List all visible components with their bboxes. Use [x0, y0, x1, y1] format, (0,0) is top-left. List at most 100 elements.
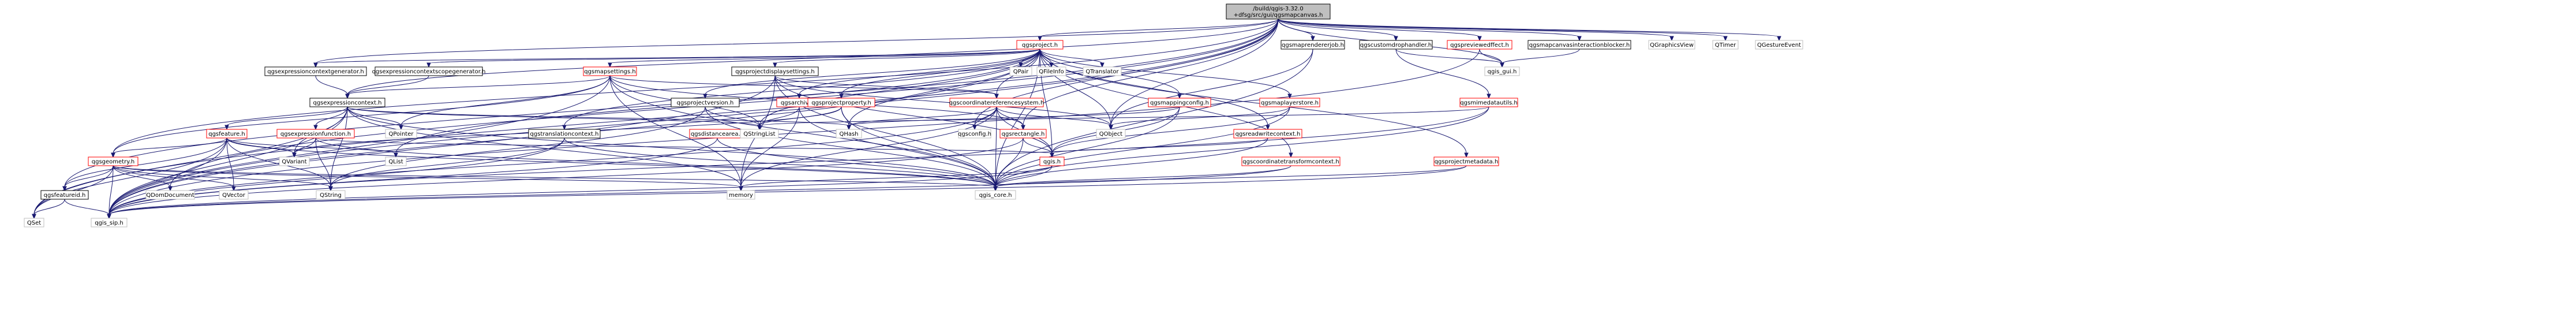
node-qgscoordtransformctx[interactable]: qgscoordinatetransformcontext.h	[1241, 156, 1341, 166]
node-label: QGestureEvent	[1757, 42, 1801, 49]
node-label: QObject	[1099, 131, 1123, 137]
edge-qgsprojectdisplaysettings-to-qgscrs	[774, 75, 999, 99]
edge-qgsgeometry-to-QDomDocument	[113, 165, 173, 192]
node-QStringList[interactable]: QStringList	[740, 129, 779, 139]
node-QVariant[interactable]: QVariant	[279, 156, 310, 166]
node-label: qgsfeature.h	[208, 131, 245, 137]
node-QObject[interactable]: QObject	[1096, 129, 1126, 139]
node-qgsfeatureid[interactable]: qgsfeatureid.h	[40, 190, 89, 200]
node-qgis_core[interactable]: qgis_core.h	[975, 190, 1016, 200]
node-QFileInfo[interactable]: QFileInfo	[1036, 66, 1066, 76]
node-label: QTimer	[1715, 42, 1736, 49]
node-QGraphicsView[interactable]: QGraphicsView	[1648, 40, 1695, 50]
node-label: QStringList	[743, 131, 775, 137]
node-qgsreadwritecontext[interactable]: qgsreadwritecontext.h	[1233, 129, 1302, 139]
node-label: qgis_core.h	[979, 192, 1012, 199]
node-label: QHash	[839, 131, 858, 137]
node-label: qgsexpressioncontextscopegenerator.h	[372, 69, 486, 75]
node-qgsgeometry[interactable]: qgsgeometry.h	[88, 156, 138, 166]
node-qgs_gui[interactable]: qgis_gui.h	[1484, 66, 1520, 76]
edge-qgsexprctx-to-qgsfeature	[224, 106, 348, 130]
node-qgstranslationcontext[interactable]: qgstranslationcontext.h	[528, 129, 601, 139]
node-label: QPointer	[389, 131, 414, 137]
edge-qgsexprctxscopegen-to-qgsexprctx	[345, 75, 429, 99]
node-label: +dfsg/src/gui/qgsmapcanvas.h	[1234, 12, 1323, 18]
node-label: QVector	[222, 192, 246, 199]
node-QPair[interactable]: QPair	[1009, 66, 1032, 76]
node-label: qgspreviewedffect.h	[1450, 42, 1509, 49]
node-QHash[interactable]: QHash	[836, 129, 862, 139]
node-qgsprojectversion[interactable]: qgsprojectversion.h	[671, 98, 740, 107]
node-qgsprojectdisplaysettings[interactable]: qgsprojectdisplaysettings.h	[731, 66, 819, 76]
edge-qgsarchive-to-memory	[739, 106, 800, 192]
edge-qgsfeature-to-QList	[226, 137, 398, 158]
node-qgsmapcanvasint[interactable]: qgsmapcanvasinteractionblocker.h	[1527, 40, 1631, 50]
node-label: qgsdistancearea.h	[691, 131, 744, 137]
node-label: QVariant	[282, 159, 306, 165]
edge-qgsfeatureid-to-qgis_sip	[64, 199, 111, 219]
edge-root-to-qgspreviewing	[1278, 18, 1482, 42]
edge-qgsmimedatautils-to-QStringList	[757, 106, 1489, 130]
node-label: QString	[320, 192, 342, 199]
node-label: qgscoordinatereferencesystem.h	[949, 100, 1044, 106]
edge-qgsproject-to-qgsmaplayerstore	[1039, 49, 1292, 99]
node-QTranslator[interactable]: QTranslator	[1083, 66, 1122, 76]
node-QTimer[interactable]: QTimer	[1712, 40, 1739, 50]
node-qgsexprctx[interactable]: qgsexpressioncontext.h	[309, 98, 385, 107]
node-qgsrectangle[interactable]: qgsrectangle.h	[999, 129, 1047, 139]
node-label: qgsexpressionfunction.h	[280, 131, 351, 137]
node-qgsprojectmetadata[interactable]: qgsprojectmetadata.h	[1433, 156, 1499, 166]
node-QString[interactable]: QString	[316, 190, 346, 200]
edge-qgsexprfunction-to-QVariant	[292, 137, 316, 158]
node-qgsmapsettings[interactable]: qgsmapsettings.h	[583, 66, 637, 76]
node-label: qgsconfig.h	[958, 131, 991, 137]
edge-qgsmapsettings-to-QPointer	[399, 75, 611, 130]
node-label: qgscoordinatetransformcontext.h	[1242, 159, 1339, 165]
edge-root-to-qgsmapcanvasint	[1278, 18, 1582, 42]
node-label: QList	[388, 159, 403, 165]
edge-qgsmaplayerstore-to-QObject	[1109, 106, 1290, 130]
node-qgsmaprendererjob[interactable]: qgsmaprendererjob.h	[1280, 40, 1345, 50]
edge-qgsmimedatautils-to-qgis_core	[993, 106, 1489, 192]
node-qgscustomdrophandler[interactable]: qgscustomdrophandler.h	[1359, 40, 1433, 50]
node-label: qgis.h	[1043, 159, 1061, 165]
node-qgsprojectproperty[interactable]: qgsprojectproperty.h	[807, 98, 875, 107]
node-qgis_h[interactable]: qgis.h	[1039, 156, 1065, 166]
node-root[interactable]: /build/qgis-3.32.0+dfsg/src/gui/qgsmapca…	[1226, 3, 1331, 20]
node-qgsexprctxgen[interactable]: qgsexpressioncontextgenerator.h	[264, 66, 367, 76]
edge-root-to-QGestureEvent	[1278, 18, 1781, 42]
node-qgsmappingconfig[interactable]: qgsmappingconfig.h	[1148, 98, 1211, 107]
node-QPointer[interactable]: QPointer	[385, 129, 417, 139]
node-qgspreviewing[interactable]: qgspreviewedffect.h	[1447, 40, 1512, 50]
node-memory[interactable]: memory	[727, 190, 755, 200]
node-qgsexprfunction[interactable]: qgsexpressionfunction.h	[276, 129, 355, 139]
edge-qgsfeature-to-qgsgeometry	[111, 137, 227, 158]
node-qgsconfig[interactable]: qgsconfig.h	[958, 129, 991, 139]
node-QSet[interactable]: QSet	[24, 218, 44, 227]
node-qgsfeature[interactable]: qgsfeature.h	[206, 129, 248, 139]
node-QGestureEvent[interactable]: QGestureEvent	[1755, 40, 1803, 50]
edge-qgsexprctx-to-QPointer	[347, 106, 403, 130]
node-label: qgsexpressioncontext.h	[313, 100, 381, 106]
edge-qgsfeatureid-to-QSet	[32, 199, 65, 219]
node-QDomDocument[interactable]: QDomDocument	[145, 190, 195, 200]
node-qgsdistancearea[interactable]: qgsdistancearea.h	[689, 129, 746, 139]
node-qgis_sip[interactable]: qgis_sip.h	[91, 218, 128, 227]
node-qgsexprctxscopegen[interactable]: qgsexpressioncontextscopegenerator.h	[372, 66, 486, 76]
node-qgsmimedatautils[interactable]: qgsmimedatautils.h	[1459, 98, 1518, 107]
edge-qgsprojectmetadata-to-qgis_core	[993, 165, 1467, 192]
edge-qgsexprctxgen-to-qgsexprctx	[315, 75, 350, 99]
node-QList[interactable]: QList	[385, 156, 407, 166]
node-label: qgsmaprendererjob.h	[1282, 42, 1344, 49]
node-qgscrs[interactable]: qgscoordinatereferencesystem.h	[949, 98, 1044, 107]
edge-qgsfeature-to-QVector	[226, 137, 236, 192]
edge-qgsreadwritecontext-to-qgis_core	[993, 137, 1268, 192]
node-label: qgsmimedatautils.h	[1460, 100, 1517, 106]
node-qgsmaplayerstore[interactable]: qgsmaplayerstore.h	[1259, 98, 1320, 107]
node-label: memory	[729, 192, 753, 199]
edge-qgsproject-to-QTranslator	[1039, 49, 1104, 68]
node-label: qgsgeometry.h	[92, 159, 134, 165]
node-qgsproject[interactable]: qgsproject.h	[1016, 40, 1064, 50]
node-QVector[interactable]: QVector	[219, 190, 249, 200]
edge-qgsdistancearea-to-qgis_sip	[107, 137, 718, 219]
